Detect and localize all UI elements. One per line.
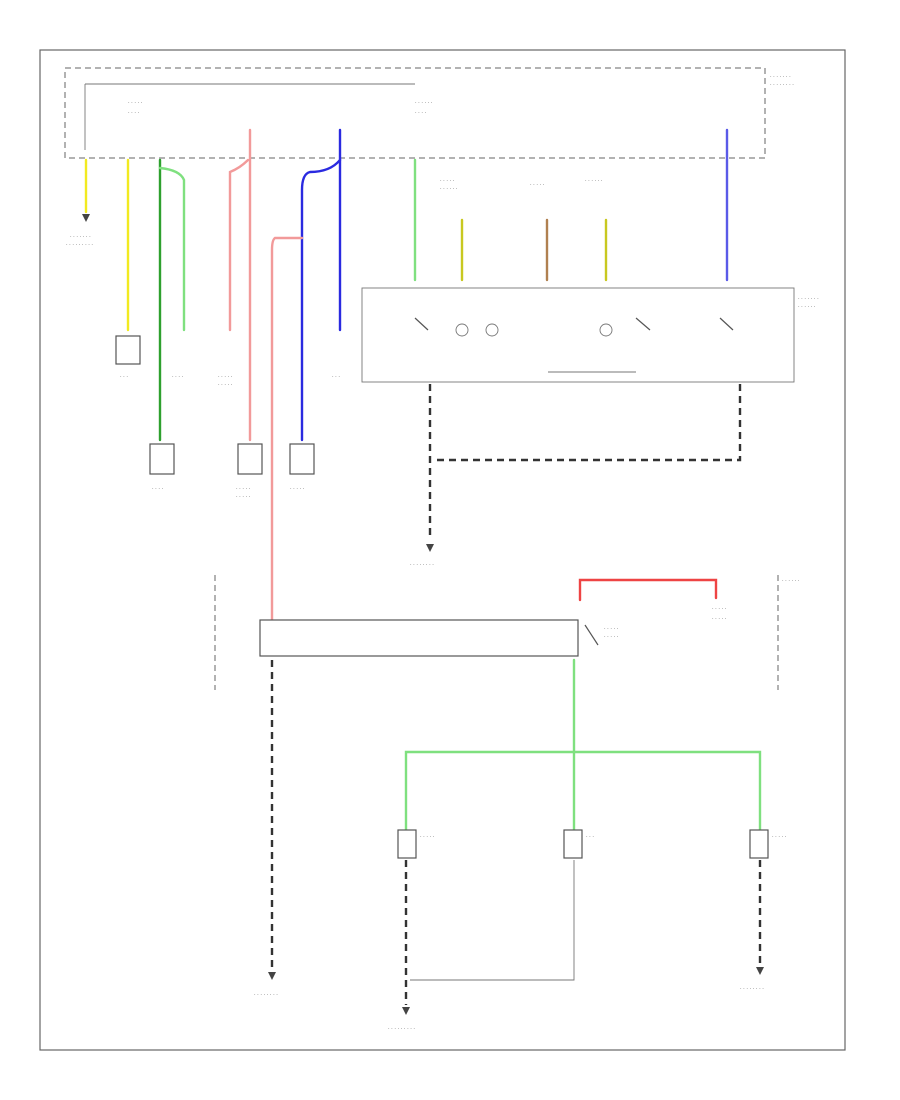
ground-br-label: · · · · · · · ·: [740, 986, 764, 992]
wire-red-relay: [578, 578, 718, 602]
relay-label2: · · · · ·: [604, 634, 619, 640]
ground-label-center: · · · · · · · ·: [410, 562, 434, 568]
ground-label-left: · · · · · · ·: [70, 234, 91, 240]
lamp-1: [455, 323, 469, 337]
switch-1: [414, 317, 429, 331]
connector-label-c: · · · · · ·: [585, 178, 603, 184]
ground-label-left2: · · · · · · · · ·: [66, 242, 93, 248]
fuse-label: · · · · ·: [712, 606, 727, 612]
fuse-label2: · · · · ·: [712, 616, 727, 622]
wire-black-out-2: [410, 860, 575, 981]
connector-label-a: · · · · ·: [440, 178, 455, 184]
module-label-right: · · · · · · ·: [770, 74, 791, 80]
connector-label-b: · · · · ·: [530, 182, 545, 188]
sensor-box-2: [149, 443, 175, 475]
wire-pink-long: [270, 236, 304, 622]
connector-label-a2: · · · · · ·: [440, 186, 458, 192]
ground-symbol-center: [426, 544, 434, 552]
module-label-left2: · · · ·: [128, 110, 140, 116]
output-lamp-2: [563, 829, 583, 859]
switch-3: [719, 317, 734, 331]
ground-symbol-bottom-center: [402, 1007, 410, 1015]
sensor-6-label: · · · · ·: [290, 486, 305, 492]
output-lamp-3: [749, 829, 769, 859]
relay-switch: [584, 624, 599, 646]
lamp-2: [485, 323, 499, 337]
sensor-2-label: · · · ·: [152, 486, 164, 492]
module-label-right2: · · · · · · · ·: [770, 82, 794, 88]
relay-label: · · · · ·: [604, 626, 619, 632]
ground-bc-label: · · · · · · · · ·: [388, 1026, 415, 1032]
wire-red: [228, 158, 250, 332]
wire-lightgreen: [158, 166, 186, 332]
module-label-left: · · · · ·: [128, 100, 143, 106]
lamp-3: [599, 323, 613, 337]
module-box: [64, 67, 766, 159]
sensor-4-label2: · · · · ·: [218, 382, 233, 388]
ground-bl-label: · · · · · · · ·: [254, 992, 278, 998]
sensor-4-label: · · · · ·: [218, 374, 233, 380]
ground-symbol-bottom-right: [756, 967, 764, 975]
output-3-label: · · · · ·: [772, 834, 787, 840]
wire-green-bus: [404, 750, 762, 832]
sensor-7-label: · · ·: [332, 374, 340, 380]
output-2-label: · · ·: [586, 834, 594, 840]
sensor-5-label2: · · · · ·: [236, 494, 251, 500]
module-label-center2: · · · ·: [415, 110, 427, 116]
diagram-border: [39, 49, 846, 1051]
panel-label: · · · · · · ·: [798, 296, 819, 302]
sensor-box-5: [237, 443, 263, 475]
relay-section-label: · · · · · ·: [782, 578, 800, 584]
sensor-3-label: · · · ·: [172, 374, 184, 380]
wire-black-panel-right: [432, 384, 742, 462]
output-lamp-1: [397, 829, 417, 859]
ground-symbol-bottom-left: [268, 972, 276, 980]
ground-symbol-left: [82, 214, 90, 222]
output-1-label: · · · · ·: [420, 834, 435, 840]
sensor-box-1: [115, 335, 141, 365]
switch-panel: [361, 287, 795, 383]
module-label-center: · · · · · ·: [415, 100, 433, 106]
sensor-box-6: [289, 443, 315, 475]
relay-box: [259, 619, 579, 657]
sensor-1-label: · · ·: [120, 374, 128, 380]
wire-blue: [300, 158, 342, 442]
switch-2: [635, 317, 651, 331]
sensor-5-label: · · · · ·: [236, 486, 251, 492]
panel-label2: · · · · · ·: [798, 304, 816, 310]
